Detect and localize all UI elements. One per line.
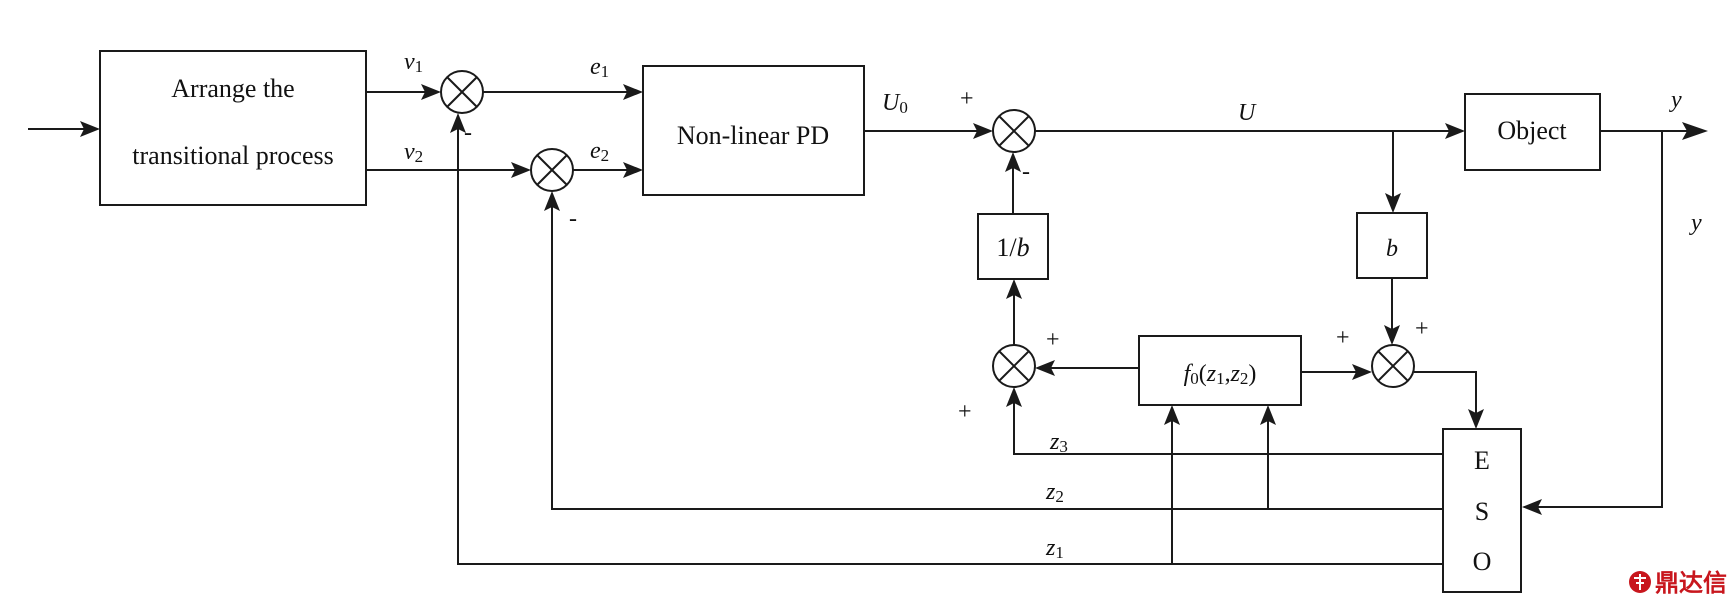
z1-arrowhead [450, 113, 466, 133]
y-feedback-line [1537, 131, 1663, 508]
v2-label: v2 [404, 139, 423, 166]
sum4-plus-bottom-sign: + [958, 399, 972, 425]
z3-arrowhead [1006, 387, 1022, 407]
sum5-plus-right-sign: + [1415, 316, 1429, 342]
f0-function-block: f0(z1,z2) [1138, 335, 1302, 406]
summing-junction-2 [530, 148, 574, 192]
u0-arrowhead [973, 123, 993, 139]
f0-to-sum4-arrowhead [1035, 360, 1055, 376]
watermark-logo: 鼎达信 [1629, 569, 1727, 597]
nonlinear-pd-label: Non-linear PD [677, 121, 829, 150]
summing-junction-5 [1371, 344, 1415, 388]
y-output-arrowhead [1682, 122, 1708, 140]
y-feedback-label: y [1689, 210, 1702, 236]
summing-junction-4 [992, 344, 1036, 388]
sum3-plus-sign: + [960, 86, 974, 112]
nonlinear-pd-block: Non-linear PD [642, 65, 865, 196]
eso-letter-s: S [1475, 497, 1489, 526]
inverse-b-label: 1/b [996, 233, 1029, 262]
eso-block: E S O [1442, 428, 1522, 593]
e1-arrowhead [623, 84, 643, 100]
sum3-minus-sign: - [1022, 159, 1030, 185]
e2-arrowhead [623, 162, 643, 178]
z3-label: z3 [1049, 429, 1068, 456]
u0-label: U0 [882, 90, 908, 117]
object-block: Object [1464, 93, 1601, 171]
sum5-plus-left-sign: + [1336, 325, 1350, 351]
v2-arrowhead [511, 162, 531, 178]
b-gain-block: b [1356, 212, 1428, 279]
f0-to-sum5-arrowhead [1352, 364, 1372, 380]
summing-junction-1 [440, 70, 484, 114]
u-label: U [1238, 100, 1257, 126]
z3-feedback-line [1013, 402, 1443, 455]
z1-to-f0-arrowhead [1164, 405, 1180, 425]
inverse-b-block: 1/b [977, 213, 1049, 280]
sum4-to-inverse-b-arrowhead [1006, 279, 1022, 299]
u-arrowhead [1445, 123, 1465, 139]
e1-label: e1 [590, 54, 609, 81]
input-arrowhead [80, 121, 100, 137]
z2-feedback-line [551, 206, 1443, 510]
sum4-plus-right-sign: + [1046, 327, 1060, 353]
z2-arrowhead [544, 191, 560, 211]
object-label: Object [1497, 116, 1567, 145]
z2-to-f0-arrowhead [1260, 405, 1276, 425]
sum5-to-eso-arrowhead [1468, 409, 1484, 429]
v1-label: v1 [404, 49, 423, 76]
eso-letter-o: O [1473, 547, 1492, 576]
y-feedback-arrowhead [1522, 499, 1542, 515]
z2-label: z2 [1045, 479, 1064, 506]
y-output-label: y [1669, 87, 1682, 113]
z1-label: z1 [1045, 535, 1064, 562]
v1-arrowhead [421, 84, 441, 100]
b-to-sum5-arrowhead [1384, 325, 1400, 345]
summing-junction-3 [992, 109, 1036, 153]
arrange-label-line1: Arrange the [171, 74, 294, 103]
z1-feedback-line [457, 128, 1443, 565]
arrange-label-line2: transitional process [132, 141, 333, 170]
b-gain-label: b [1386, 236, 1398, 262]
inverse-b-to-sum3-arrowhead [1005, 152, 1021, 172]
f0-function-label: f0(z1,z2) [1184, 361, 1257, 388]
watermark-text: 鼎达信 [1655, 569, 1727, 597]
eso-letter-e: E [1474, 446, 1490, 475]
sum5-to-eso-line [1414, 371, 1477, 414]
e2-label: e2 [590, 138, 609, 165]
sum2-minus-sign: - [569, 206, 577, 232]
arrange-transitional-process-block: Arrange the transitional process [99, 50, 367, 206]
sum1-minus-sign: - [464, 120, 472, 146]
u-to-b-arrowhead [1385, 193, 1401, 213]
